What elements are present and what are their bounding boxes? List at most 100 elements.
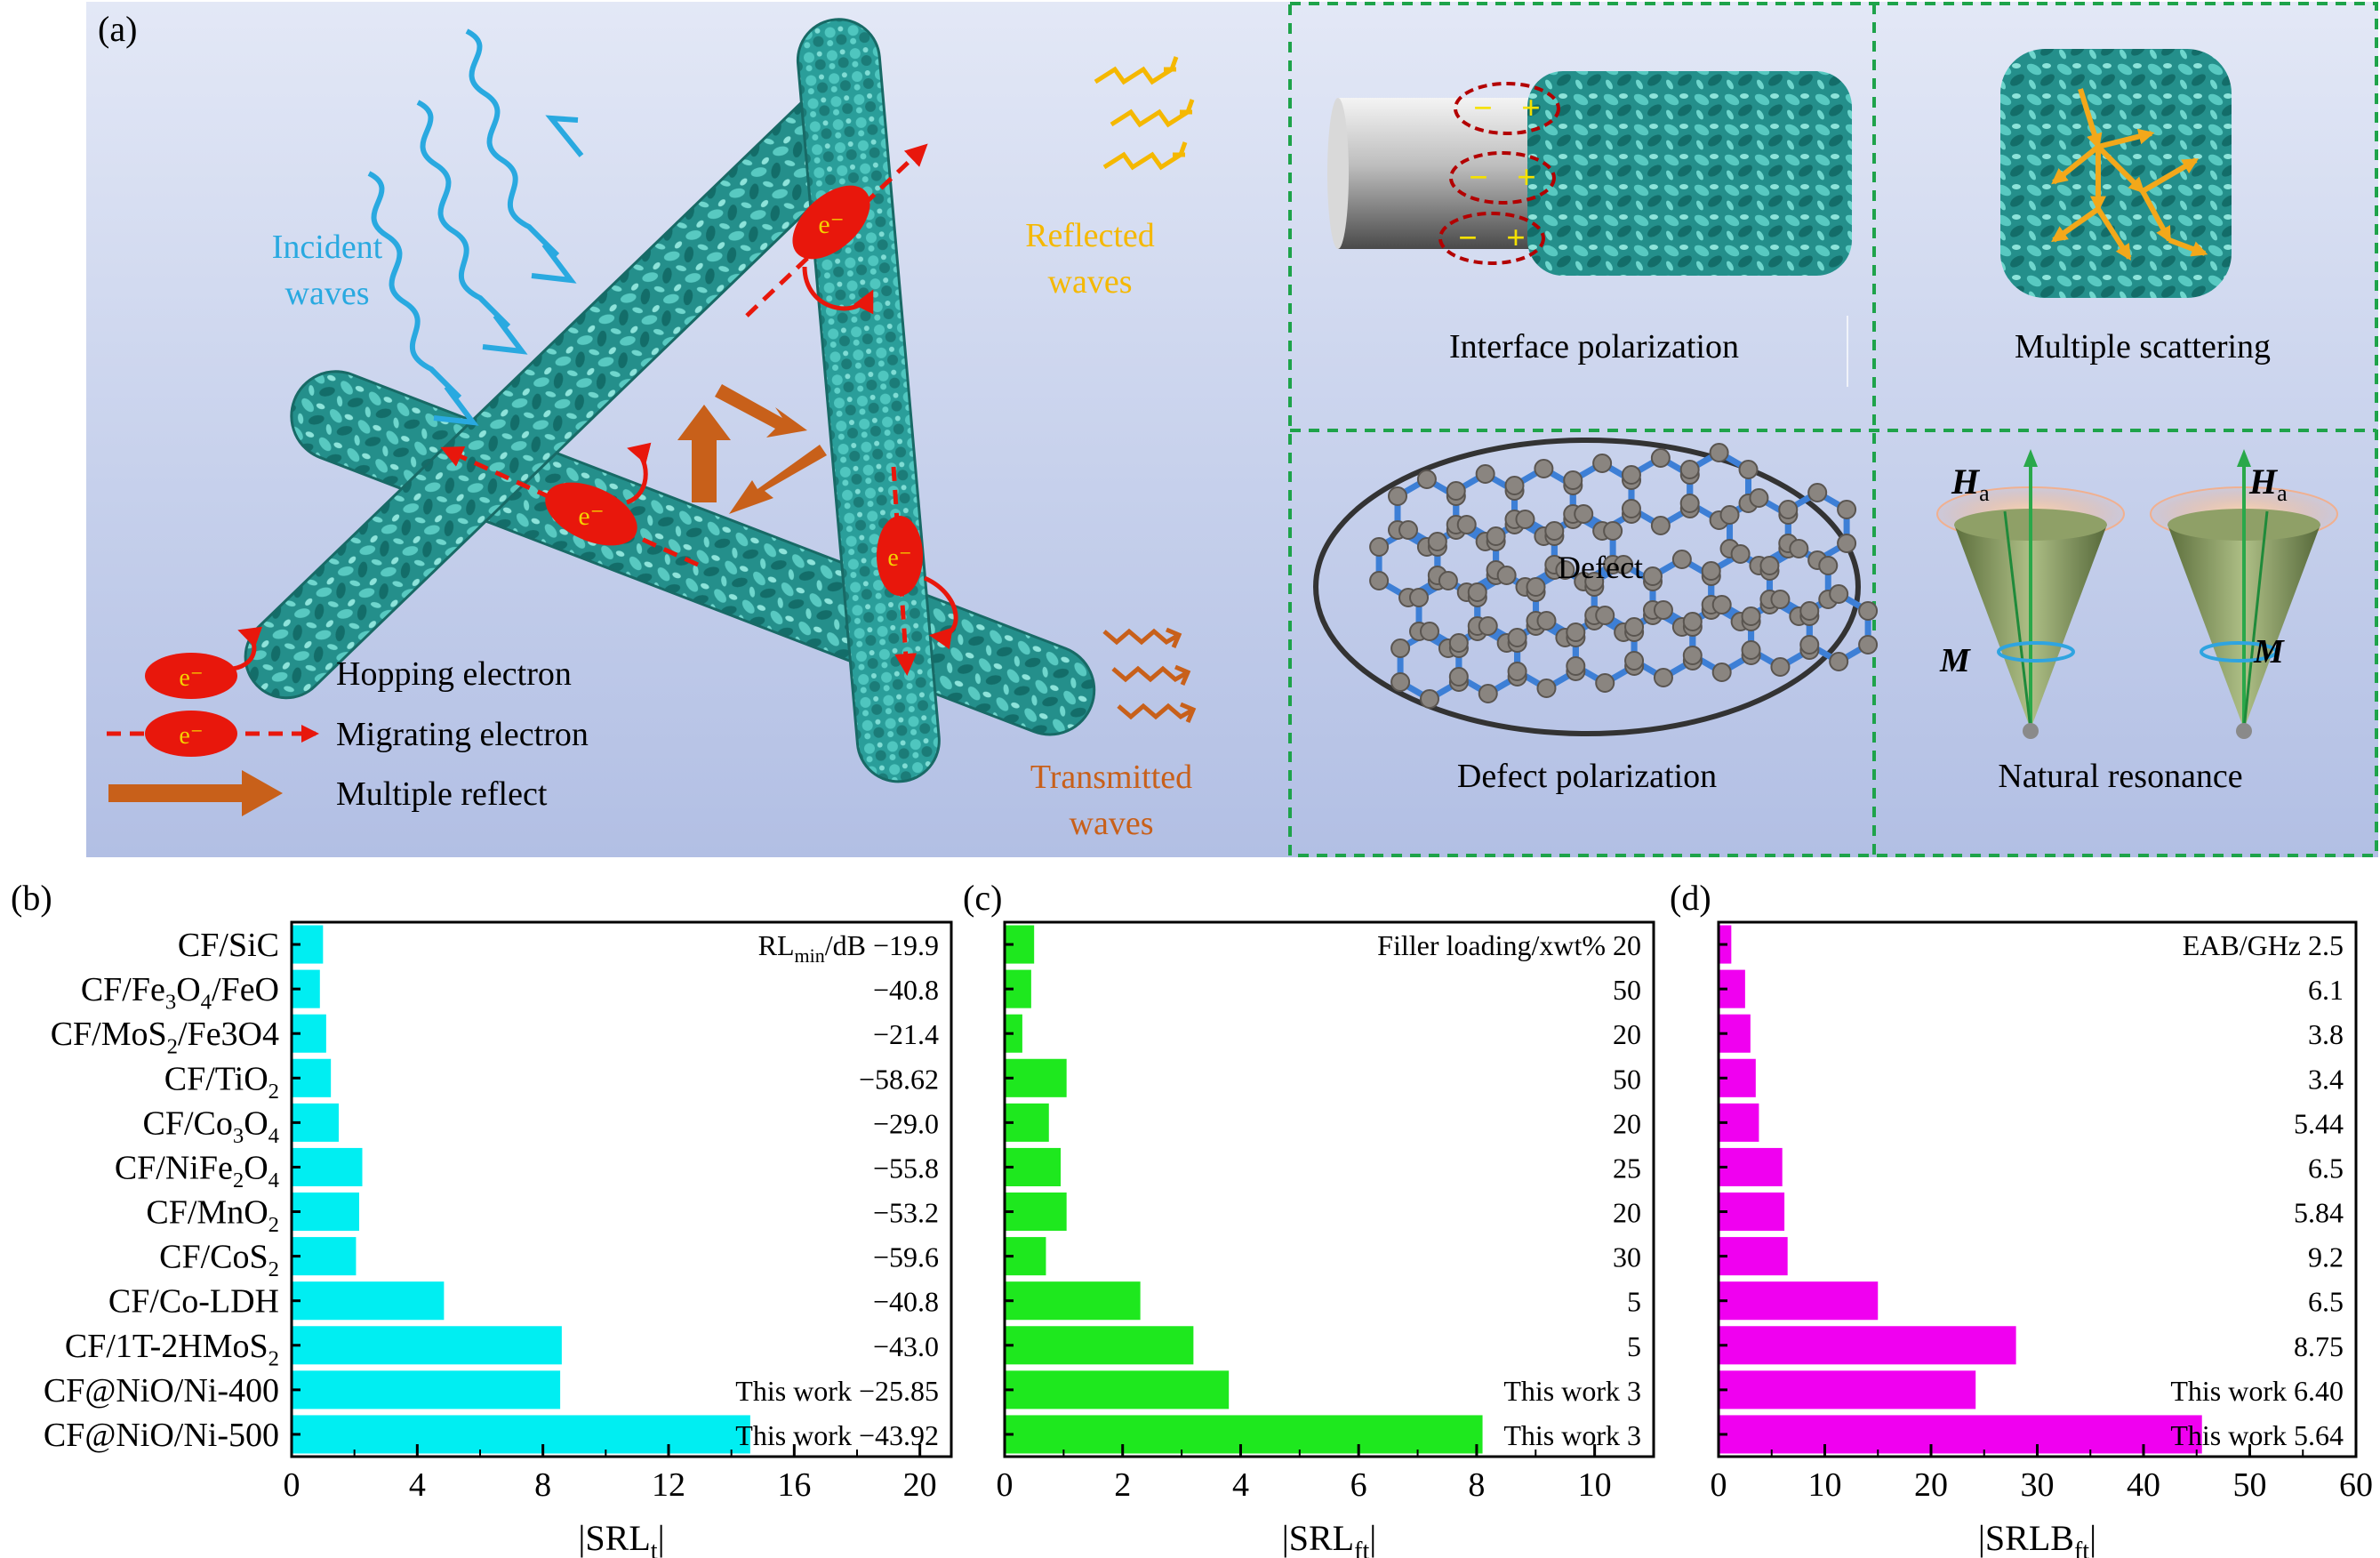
bar-d-9 [1719,1326,2016,1365]
ha-right-main: H [2248,462,2279,502]
graphene-atom [1486,526,1506,546]
x-axis-label-part: | [1369,1518,1376,1558]
incident-waves-label-1: Incident [272,229,383,266]
annotation-c-3: 50 [1613,1063,1641,1095]
annotation-d-5: 6.5 [2308,1152,2344,1184]
ha-left-sub: a [1979,480,1990,506]
graphene-atom [1507,628,1527,647]
annotation-c-8: 5 [1627,1286,1641,1318]
bar-b-6 [292,1193,359,1232]
bar-c-5 [1005,1147,1062,1186]
x-axis-label-c: |SRLft| [1282,1518,1377,1558]
category-label-3: CF/TiO2 [164,1060,279,1104]
annotation-b-6: −53.2 [873,1197,939,1229]
graphene-atom [1504,476,1525,495]
bar-c-3 [1005,1058,1067,1097]
graphene-atom [1536,611,1557,630]
annotation-b-5: −55.8 [873,1152,939,1184]
x-tick-label-b-0: 0 [284,1466,301,1504]
bar-c-10 [1005,1370,1230,1409]
annotation-c-11: This work 3 [1503,1419,1641,1451]
category-label-4-part: O [244,1104,268,1142]
category-label-6: CF/MnO2 [146,1194,279,1238]
x-tick-label-c-4: 8 [1468,1466,1485,1504]
graphene-atom [1475,464,1495,484]
svg-text:Ha: Ha [2248,462,2288,506]
graphene-atom [1595,606,1615,625]
category-label-10: CF@NiO/Ni-400 [44,1372,279,1409]
graphene-atom [1829,584,1849,604]
chart-panel-c: (c)Filler loading/xwt% 20502050202520305… [963,878,1655,1558]
annotation-c-1: 50 [1613,974,1641,1006]
annotation-b-1: −40.8 [873,974,939,1006]
chart-panel-d: (d)EAB/GHz 2.56.13.83.45.446.55.849.26.5… [1670,878,2373,1558]
annotation-c-2: 20 [1613,1018,1641,1050]
bar-c-8 [1005,1281,1141,1321]
x-tick-label-d-3: 30 [2021,1466,2055,1504]
minus-charge-2: − [1469,159,1488,197]
graphene-atom [1614,555,1634,574]
x-tick-label-c-5: 10 [1578,1466,1612,1504]
graphene-atom [1584,572,1605,591]
bar-b-5 [292,1147,363,1186]
graphene-atom [1555,560,1575,580]
annotation-d-7: 9.2 [2308,1241,2344,1273]
bar-d-8 [1719,1281,1879,1321]
graphene-atom [1741,606,1761,626]
minus-charge-1: − [1473,90,1493,127]
plot-frame-c [1003,920,1655,1458]
annotation-b-10: This work −25.85 [735,1375,939,1407]
graphene-atom [1719,505,1740,525]
ha-left-main: H [1951,462,1981,502]
annotation-d-1: 6.1 [2308,974,2344,1006]
graphene-atom [1789,539,1809,558]
graphene-atom [1741,640,1761,660]
graphene-atom [1738,460,1759,479]
x-tick-label-d-2: 20 [1914,1466,1948,1504]
natural-resonance-label: Natural resonance [1998,758,2242,795]
graphene-atom [1837,534,1857,553]
annotation-d-10: This work 6.40 [2170,1375,2344,1407]
plus-charge-2: + [1517,159,1536,197]
category-label-0-part: CF/SiC [178,927,279,964]
legend-multiple-reflect-icon [108,770,283,816]
graphene-atom [1420,689,1439,709]
graphene-atom [1563,470,1583,490]
ha-label-right: Ha [2248,462,2288,506]
graphene-atom [1420,622,1439,641]
graphene-lattice [1369,443,1879,709]
category-label-11: CF@NiO/Ni-500 [44,1417,279,1454]
legend-hopping-electron-symbol: e⁻ [179,664,203,692]
annotation-b-11: This work −43.92 [735,1419,939,1451]
graphene-atom [1566,656,1586,676]
category-label-11-part: CF@NiO/Ni-500 [44,1417,279,1454]
category-label-7: CF/CoS2 [159,1239,279,1282]
annotation-header-part: /dB [825,929,866,961]
graphene-atom [1448,633,1469,653]
annotation-d-3: 3.4 [2308,1063,2344,1095]
category-label-3-part: 2 [268,1080,279,1104]
annotation-header-part: −19.9 [866,929,939,961]
category-label-6-part: CF/MnO [146,1194,268,1232]
incident-waves-label-2: waves [285,275,370,312]
category-label-2: CF/MoS2/Fe3O4 [51,1016,279,1059]
graphene-atom [1818,556,1839,575]
x-tick-label-b-1: 4 [409,1466,426,1504]
annotation-header-part: 2.5 [2301,929,2344,961]
graphene-atom [1478,684,1498,703]
category-label-8-part: CF/Co-LDH [108,1283,279,1321]
graphene-atom [1799,635,1820,655]
legend-migrating-electron-label: Migrating electron [336,716,589,753]
x-tick-label-c-0: 0 [997,1466,1014,1504]
graphene-atom [1624,651,1645,671]
category-label-1: CF/Fe3O4/FeO [81,971,279,1015]
graphene-atom [1574,504,1594,524]
legend-migrating-electron-icon: e⁻ [107,711,319,757]
graphene-atom [1536,679,1557,698]
electron-right-symbol: e⁻ [887,544,911,572]
graphene-atom [1467,582,1487,602]
annotation-d-9: 8.75 [2294,1330,2344,1362]
graphene-atom [1679,460,1700,479]
category-label-5-part: CF/NiFe [115,1149,233,1186]
multiple-scattering-label: Multiple scattering [2015,328,2271,365]
